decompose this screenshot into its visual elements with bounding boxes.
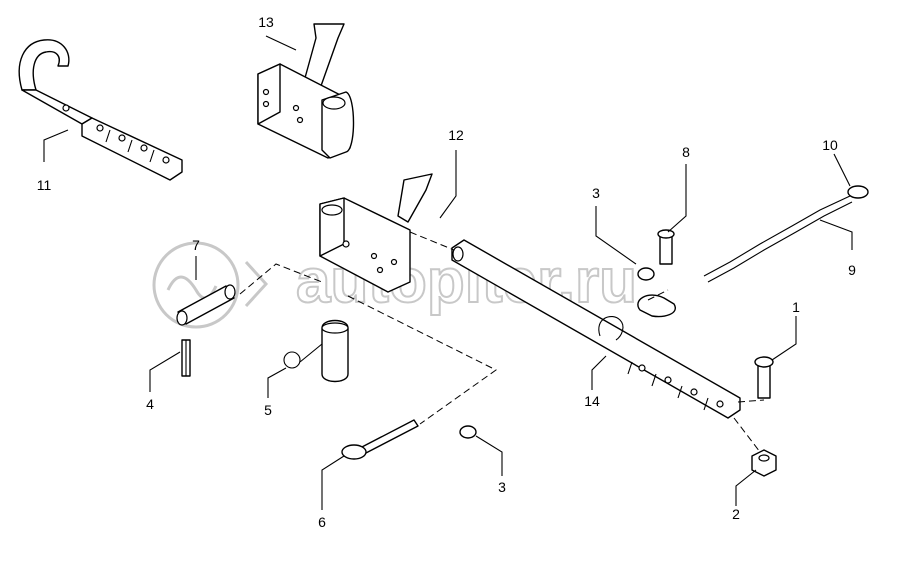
callouts: 11 13 12 7 4 5 6 3 3 8 10 9 1 14 2 — [37, 14, 856, 530]
callout-3-lower: 3 — [498, 479, 506, 495]
ring-part-3-upper — [637, 267, 655, 281]
callout-2: 2 — [732, 506, 740, 522]
bolt-part-1 — [754, 356, 774, 399]
callout-11: 11 — [37, 177, 52, 193]
callout-13: 13 — [258, 14, 274, 30]
clip-pin-part-5 — [283, 319, 349, 383]
callout-14: 14 — [584, 393, 600, 409]
callout-6: 6 — [318, 514, 326, 530]
hook-part-11 — [18, 39, 183, 181]
chain-part-9-10 — [703, 185, 869, 283]
watermark-logo-icon — [152, 241, 269, 329]
drawbar-part-14 — [451, 239, 741, 419]
pin-part-7 — [176, 284, 236, 326]
leader-lines — [43, 35, 853, 510]
callout-5: 5 — [264, 402, 272, 418]
callout-4: 4 — [146, 396, 154, 412]
callout-12: 12 — [448, 127, 464, 143]
callout-7: 7 — [192, 237, 200, 253]
callout-9: 9 — [848, 262, 856, 278]
bolt-part-8 — [637, 229, 676, 318]
bracket-part-13 — [257, 23, 355, 159]
bracket-part-12 — [319, 173, 433, 293]
lynch-pin-part-6 — [341, 419, 419, 460]
callout-1: 1 — [792, 299, 800, 315]
callout-8: 8 — [682, 144, 690, 160]
ring-part-3-lower — [459, 425, 477, 439]
callout-3-upper: 3 — [592, 185, 600, 201]
nut-part-2 — [751, 449, 777, 477]
callout-10: 10 — [822, 137, 838, 153]
assembly-lines — [239, 231, 765, 453]
cotter-pin-part-4 — [181, 339, 191, 377]
